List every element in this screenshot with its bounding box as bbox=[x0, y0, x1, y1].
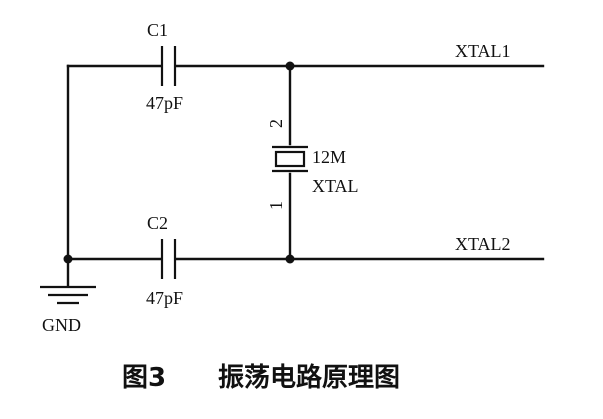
gnd-net-label: GND bbox=[42, 315, 81, 335]
c2-ref-label: C2 bbox=[147, 213, 168, 233]
c1-value-label: 47pF bbox=[146, 93, 183, 113]
figure-title: 振荡电路原理图 bbox=[218, 362, 400, 393]
crystal-pin-2-label: 2 bbox=[266, 119, 286, 128]
crystal-symbol bbox=[272, 145, 308, 173]
c2-value-label: 47pF bbox=[146, 288, 183, 308]
crystal-name-label: XTAL bbox=[312, 176, 359, 196]
xtal2-net-label: XTAL2 bbox=[455, 234, 511, 254]
c1-ref-label: C1 bbox=[147, 20, 168, 40]
capacitor-c1 bbox=[160, 46, 177, 86]
crystal-value-label: 12M bbox=[312, 147, 346, 167]
junction-dot-xtal1 bbox=[285, 61, 295, 71]
capacitor-c2 bbox=[160, 239, 177, 279]
xtal1-net-label: XTAL1 bbox=[455, 41, 511, 61]
junction-dot-ground bbox=[63, 254, 73, 264]
junction-dot-xtal2 bbox=[285, 254, 295, 264]
figure-number: 图3 bbox=[122, 363, 166, 393]
ground-symbol bbox=[40, 285, 96, 305]
crystal-pin-1-label: 1 bbox=[266, 201, 286, 210]
